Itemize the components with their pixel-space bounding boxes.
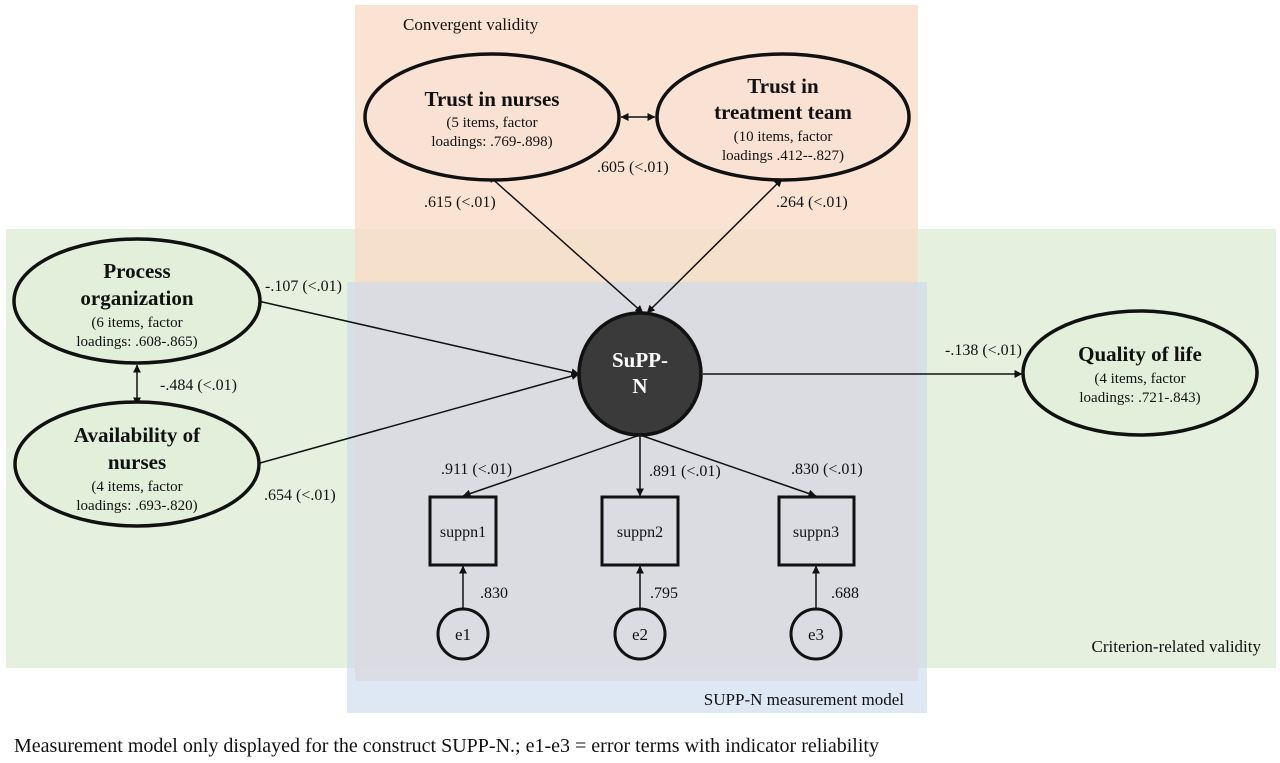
path-process-suppn [257, 300, 580, 377]
trust-team-title-1: Trust in [747, 74, 819, 98]
measurement-label: SUPP-N measurement model [704, 690, 904, 709]
trust-team-items: (10 items, factor [734, 129, 833, 145]
error-label: e3 [808, 625, 824, 644]
reliability-e3: .688 [831, 585, 859, 602]
availability-of-nurses-node: Availability of nurses (4 items, factor … [13, 400, 261, 528]
reliability-e1: .830 [480, 585, 508, 602]
trust-in-treatment-team-node: Trust in treatment team (10 items, facto… [655, 52, 911, 182]
path-availability-suppn [259, 372, 580, 464]
availability-title-2: nurses [108, 450, 166, 474]
process-organization-node: Process organization (6 items, factor lo… [12, 237, 262, 365]
convergent-label: Convergent validity [403, 15, 539, 34]
loading-suppn3: .830 (<.01) [791, 461, 863, 478]
availability-title-1: Availability of [74, 423, 201, 447]
trust-in-nurses-node: Trust in nurses (5 items, factor loading… [363, 52, 621, 182]
process-title-2: organization [80, 286, 193, 310]
suppn-label-2: N [632, 374, 647, 398]
footnote: Measurement model only displayed for the… [14, 735, 879, 757]
error-term-e3: e3 [789, 607, 843, 661]
error-label: e2 [632, 625, 648, 644]
coef-nurses-suppn: .615 (<.01) [424, 194, 496, 211]
quality-of-life-node: Quality of life (4 items, factor loading… [1021, 309, 1259, 437]
indicator-suppn1: suppn1 [428, 495, 498, 567]
suppn-node: SuPP- N [577, 311, 703, 437]
coef-availability-suppn: .654 (<.01) [264, 487, 336, 504]
availability-loadings: loadings: .693-.820) [76, 498, 197, 514]
trust-team-loadings: loadings .412--.827) [722, 148, 844, 164]
indicator-suppn3: suppn3 [777, 495, 856, 567]
coef-team-suppn: .264 (<.01) [776, 194, 848, 211]
coef-process-availability: -.484 (<.01) [160, 377, 237, 394]
loading-suppn2: .891 (<.01) [649, 463, 721, 480]
indicator-label: suppn3 [793, 524, 839, 541]
process-title-1: Process [103, 259, 170, 283]
trust-in-nurses-items: (5 items, factor [446, 115, 537, 131]
coef-suppn-quality: -.138 (<.01) [945, 342, 1022, 359]
error-label: e1 [455, 625, 471, 644]
quality-loadings: loadings: .721-.843) [1079, 390, 1200, 406]
criterion-label: Criterion-related validity [1092, 637, 1262, 656]
quality-items: (4 items, factor [1094, 371, 1185, 387]
trust-team-title-2: treatment team [714, 100, 852, 124]
loading-suppn1: .911 (<.01) [441, 461, 512, 478]
suppn-label-1: SuPP- [612, 348, 668, 372]
sem-diagram: Convergent validity Criterion-related va… [6, 5, 1276, 713]
indicator-label: suppn2 [617, 524, 663, 541]
trust-in-nurses-title: Trust in nurses [425, 87, 560, 111]
path-nurses-suppn [487, 174, 644, 314]
coef-process-suppn: -.107 (<.01) [265, 278, 342, 295]
indicator-suppn2: suppn2 [600, 495, 680, 567]
availability-items: (4 items, factor [91, 479, 182, 495]
reliability-e2: .795 [650, 585, 678, 602]
error-term-e2: e2 [613, 607, 667, 661]
quality-title: Quality of life [1078, 342, 1202, 366]
path-suppn-suppn3 [639, 434, 817, 498]
trust-in-nurses-loadings: loadings: .769-.898) [431, 134, 552, 150]
error-term-e1: e1 [436, 607, 490, 661]
path-suppn-suppn1 [462, 434, 641, 498]
indicator-label: suppn1 [440, 524, 486, 541]
process-items: (6 items, factor [91, 315, 182, 331]
coef-nurses-team: .605 (<.01) [597, 159, 669, 176]
path-team-suppn [646, 178, 783, 314]
process-loadings: loadings: .608-.865) [76, 334, 197, 350]
